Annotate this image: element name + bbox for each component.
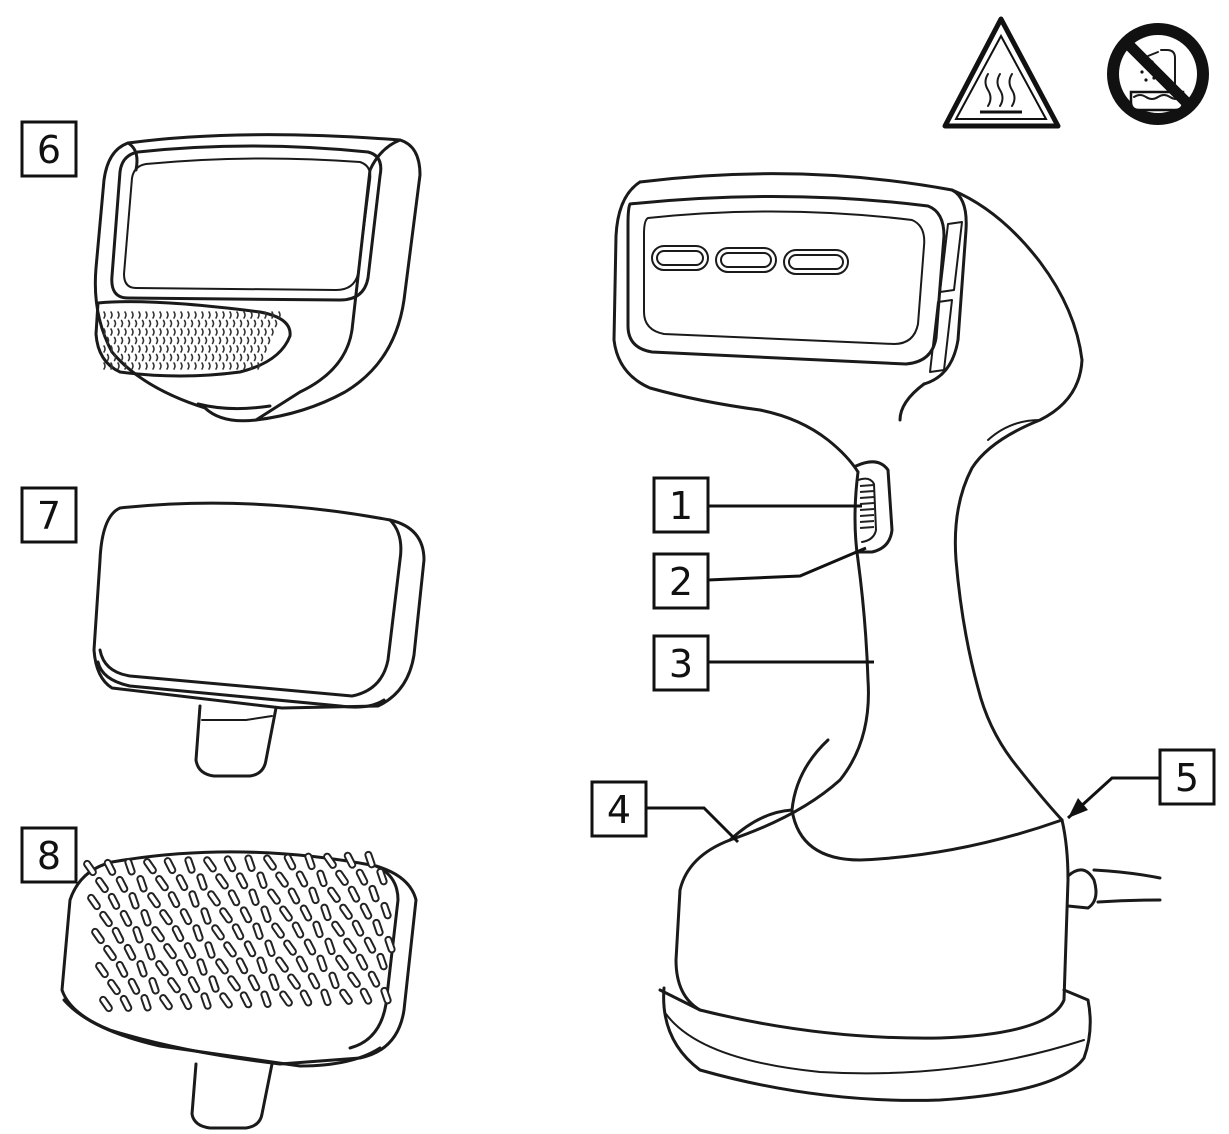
callout-5-label: 5	[1175, 756, 1199, 800]
accessory-8-bristle-head	[60, 850, 418, 1130]
garment-steamer-body	[612, 172, 1162, 1102]
power-cord	[1066, 868, 1162, 910]
callout-4-label: 4	[607, 788, 631, 832]
callout-2-label: 2	[669, 560, 693, 604]
accessory-8-bristles	[83, 850, 396, 1013]
callout-3-label: 3	[669, 642, 693, 686]
accessory-6-fabric-head	[93, 133, 422, 423]
callout-8-label: 8	[37, 834, 61, 878]
steam-trigger-button	[854, 460, 894, 554]
callout-3: 3	[652, 634, 710, 692]
callout-7: 7	[20, 486, 78, 544]
head-side-clips	[929, 221, 963, 373]
callout-1-label: 1	[669, 484, 693, 528]
callout-6: 6	[20, 120, 78, 178]
accessory-6-mesh-pad	[103, 311, 281, 370]
hot-surface-warning-icon	[942, 16, 1061, 129]
callout-7-label: 7	[37, 494, 61, 538]
callout-4: 4	[590, 780, 648, 838]
callout-1: 1	[652, 476, 710, 534]
callout-8: 8	[20, 826, 78, 884]
no-bath-immersion-icon	[1107, 23, 1209, 125]
callout-2: 2	[652, 552, 710, 610]
callout-6-label: 6	[37, 128, 61, 172]
accessory-7-smooth-head	[92, 501, 426, 778]
steam-vent-slots	[651, 245, 849, 275]
callout-5: 5	[1158, 748, 1216, 806]
